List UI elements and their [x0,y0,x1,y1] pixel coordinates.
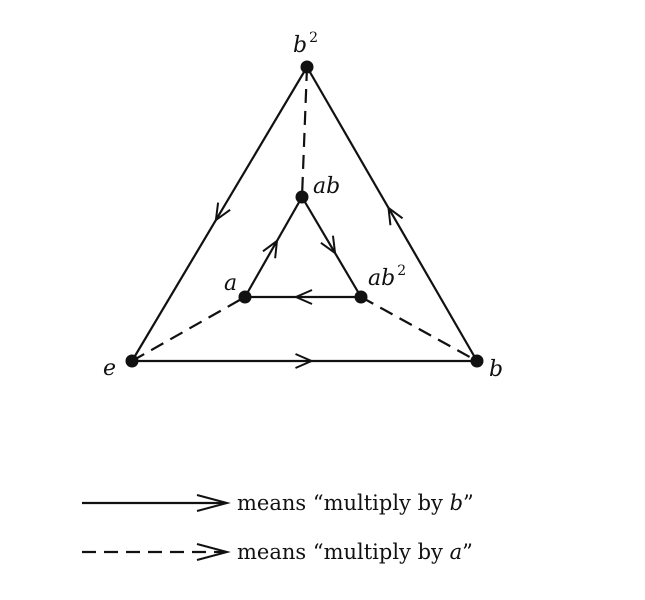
arrowhead-ab2-to-a [293,289,313,305]
node-label-b: b [489,357,503,382]
legend-dashed-line [82,543,231,561]
legend-solid-label: means “multiply by [237,491,450,515]
legend-dashed-arrowhead [196,543,231,561]
node-label-a: a [224,271,237,296]
node-ab2 [354,290,368,304]
edge-ab2-to-b [360,296,478,362]
node-b [470,354,484,368]
node-a [238,290,252,304]
edge-b-to-b2 [306,66,478,362]
arrowhead-e-to-b [295,353,314,369]
legend-dashed-label: means “multiply by [237,540,450,564]
legend-dashed-close-quote: ” [462,540,473,564]
edge-ab-to-ab2 [301,196,362,298]
arrowhead-a-to-ab [262,238,279,259]
edge-b2-to-e [131,66,308,362]
legend-dashed-variable: a [450,540,463,564]
edges [131,66,478,369]
arrowhead-ab-to-ab2 [320,235,337,256]
node-e [125,354,139,368]
arrowhead-b-to-b2 [387,205,404,226]
edge-b2-to-ab [300,66,309,198]
edge-e-to-a [131,296,246,362]
legend-solid-line [82,494,231,512]
legend-solid-arrowhead [196,494,231,512]
arrowhead-b2-to-e [214,202,231,223]
legend-solid-variable: b [450,491,463,515]
nodes [125,60,484,368]
legend-solid-text: means “multiply by b” [237,491,474,515]
node-label-e: e [103,356,116,381]
legend-dashed-text: means “multiply by a” [237,540,473,564]
legend-solid-close-quote: ” [463,491,474,515]
edge-a-to-ab [244,196,303,298]
node-label-ab: ab [313,174,340,199]
node-ab [295,190,309,204]
legend: means “multiply by b” means “multiply by… [82,491,474,564]
node-b2 [300,60,314,74]
